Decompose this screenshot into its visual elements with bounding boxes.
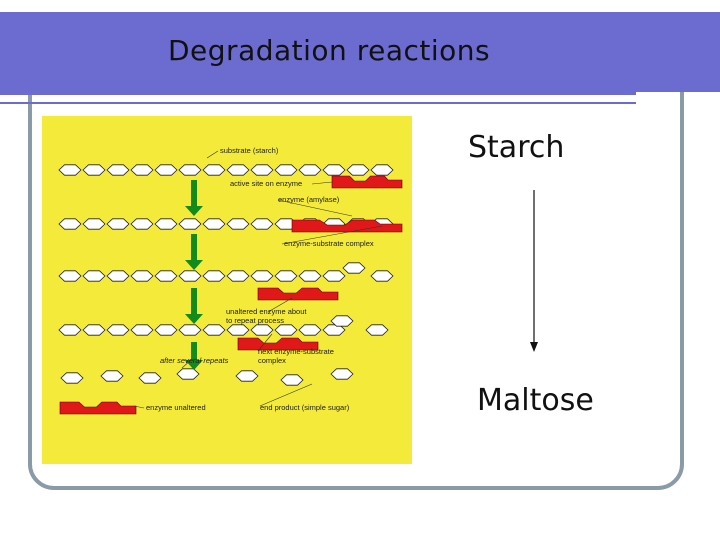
label-enzyme-unaltered: enzyme unaltered: [146, 403, 206, 412]
sugar-hexagon: [58, 270, 82, 282]
enzyme-shape-1: [331, 175, 403, 189]
sugar-hexagon: [178, 324, 202, 336]
sugar-hexagon: [250, 218, 274, 230]
free-sugar-hexagon: [138, 372, 162, 384]
sugar-hexagon: [226, 324, 250, 336]
sugar-hexagon: [274, 270, 298, 282]
sugar-hexagon: [58, 218, 82, 230]
sugar-hexagon: [322, 164, 346, 176]
green-arrow-4: [185, 342, 203, 370]
label-unaltered-1: unaltered enzyme about: [226, 307, 307, 316]
free-sugar-hexagon: [365, 324, 389, 336]
label-next-es-1: next enzyme-substrate: [258, 347, 334, 356]
title-rule-2: [0, 102, 636, 104]
sugar-hexagon: [82, 218, 106, 230]
free-sugar-hexagon: [60, 372, 84, 384]
sugar-hexagon: [130, 270, 154, 282]
sugar-hexagon: [106, 270, 130, 282]
sugar-hexagon: [346, 164, 370, 176]
label-substrate: substrate (starch): [220, 146, 279, 155]
sugar-hexagon: [130, 324, 154, 336]
label-active-site: active site on enzyme: [230, 179, 302, 188]
sugar-hexagon: [202, 270, 226, 282]
sugar-hexagon: [370, 164, 394, 176]
sugar-hexagon: [226, 218, 250, 230]
free-sugar-hexagon: [370, 270, 394, 282]
sugar-hexagon: [82, 270, 106, 282]
green-arrow-1: [185, 180, 203, 216]
sugar-hexagon: [226, 164, 250, 176]
down-arrow: [530, 190, 538, 352]
maltose-label: Maltose: [477, 383, 594, 418]
title-bar: [0, 12, 720, 104]
hexagon-chains: [58, 164, 394, 386]
free-sugar-hexagon: [330, 315, 354, 327]
sugar-hexagon: [154, 270, 178, 282]
sugar-hexagon: [130, 164, 154, 176]
sugar-hexagon: [274, 164, 298, 176]
sugar-hexagon: [226, 270, 250, 282]
free-sugar-hexagon: [330, 368, 354, 380]
free-sugar-hexagon: [100, 370, 124, 382]
enzyme-degradation-figure: substrate (starch) active site on enzyme…: [42, 116, 412, 464]
enzyme-shape-2: [291, 219, 403, 233]
sugar-hexagon: [274, 218, 298, 230]
sugar-hexagon: [154, 218, 178, 230]
sugar-hexagon: [274, 324, 298, 336]
sugar-hexagon: [106, 218, 130, 230]
sugar-hexagon: [250, 270, 274, 282]
free-sugar-hexagon: [280, 374, 304, 386]
sugar-hexagon: [106, 324, 130, 336]
label-unaltered-2: to repeat process: [226, 316, 284, 325]
green-arrow-2: [185, 234, 203, 270]
leader-lines: [133, 150, 383, 409]
starch-label: Starch: [468, 130, 565, 165]
sugar-hexagon: [250, 324, 274, 336]
label-after-repeats: after several repeats: [160, 356, 229, 365]
slide-title: Degradation reactions: [168, 34, 491, 67]
enzyme-shape-5: [59, 401, 137, 415]
sugar-hexagon: [178, 164, 202, 176]
label-end-product: end product (simple sugar): [260, 403, 350, 412]
green-arrow-3: [185, 288, 203, 324]
sugar-hexagon: [178, 218, 202, 230]
sugar-hexagon: [202, 324, 226, 336]
sugar-hexagon: [58, 324, 82, 336]
enzyme-shape-4: [237, 337, 319, 351]
sugar-hexagon: [154, 164, 178, 176]
label-es-complex: enzyme-substrate complex: [284, 239, 374, 248]
sugar-hexagon: [58, 164, 82, 176]
enzymes: [59, 175, 403, 415]
sugar-hexagon: [82, 164, 106, 176]
label-next-es-2: complex: [258, 356, 286, 365]
sugar-hexagon: [178, 270, 202, 282]
label-enzyme: enzyme (amylase): [278, 195, 340, 204]
enzyme-shape-3: [257, 287, 339, 301]
sugar-hexagon: [202, 164, 226, 176]
sugar-hexagon: [298, 164, 322, 176]
free-sugar-hexagon: [235, 370, 259, 382]
sugar-hexagon: [106, 164, 130, 176]
sugar-hexagon: [202, 218, 226, 230]
title-rule: [0, 92, 636, 95]
sugar-hexagon: [298, 270, 322, 282]
sugar-hexagon: [322, 270, 346, 282]
free-sugar-hexagon: [342, 262, 366, 274]
sugar-hexagon: [82, 324, 106, 336]
sugar-hexagon: [130, 218, 154, 230]
sugar-hexagon: [250, 164, 274, 176]
free-sugar-hexagon: [176, 368, 200, 380]
sugar-hexagon: [154, 324, 178, 336]
down-arrows: [185, 180, 203, 370]
sugar-hexagon: [298, 324, 322, 336]
